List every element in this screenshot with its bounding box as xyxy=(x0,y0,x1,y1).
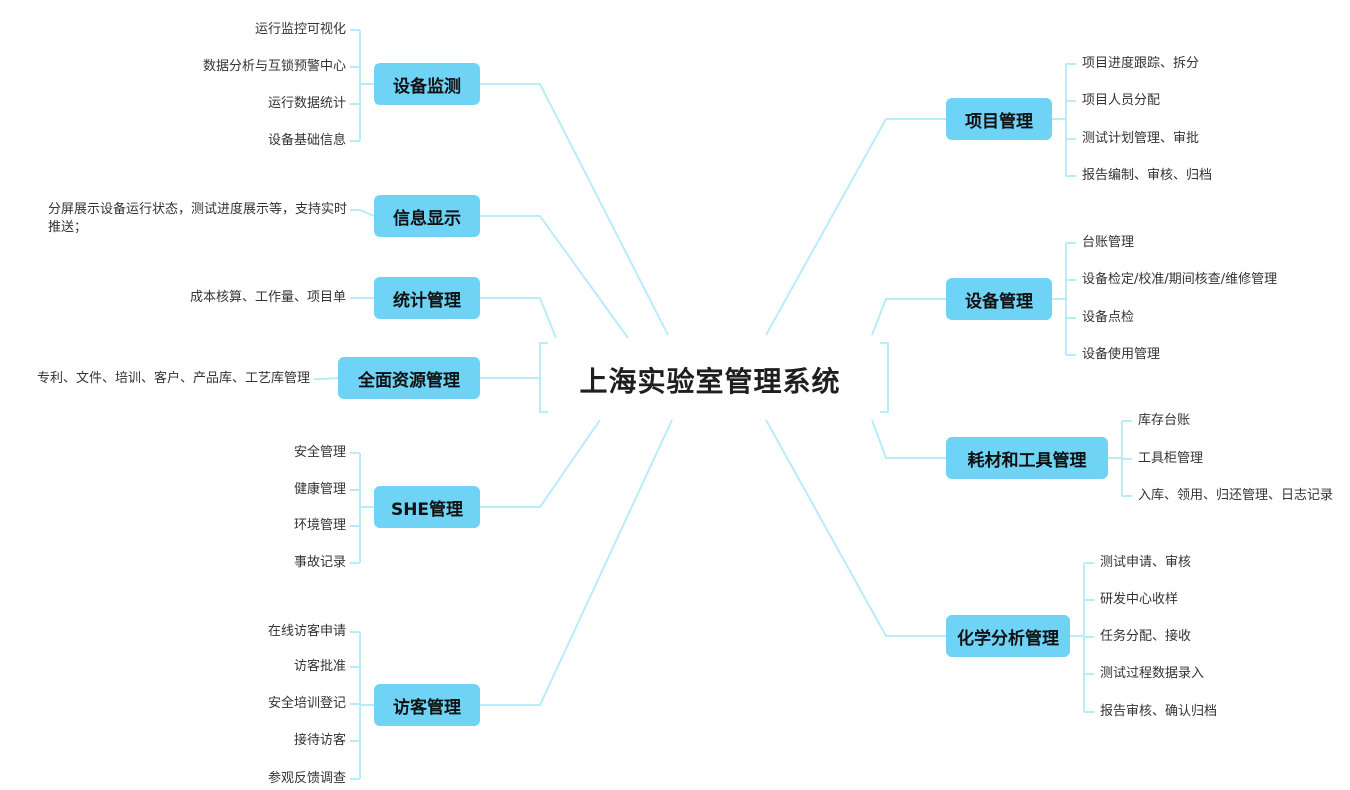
right-leaf-item: 台账管理 xyxy=(1082,235,1135,250)
left-branch-node[interactable]: SHE管理 xyxy=(374,486,480,528)
right-branch-node[interactable]: 耗材和工具管理 xyxy=(946,437,1108,479)
right-leaf-item: 报告审核、确认归档 xyxy=(1100,704,1218,719)
right-leaf-item: 工具柜管理 xyxy=(1138,451,1204,466)
left-leaf-item: 参观反馈调查 xyxy=(267,771,346,786)
center-bracket-right xyxy=(880,342,889,413)
right-branch-node[interactable]: 设备管理 xyxy=(946,278,1052,320)
right-leaf-item: 项目进度跟踪、拆分 xyxy=(1082,56,1200,71)
left-branch-node[interactable]: 统计管理 xyxy=(374,277,480,319)
left-branch-node[interactable]: 信息显示 xyxy=(374,195,480,237)
left-leaf-item: 安全培训登记 xyxy=(267,696,346,711)
right-leaf-item: 研发中心收样 xyxy=(1100,592,1179,607)
left-leaf-item: 设备基础信息 xyxy=(267,133,346,148)
right-branch-node[interactable]: 化学分析管理 xyxy=(946,615,1070,657)
right-leaf-item: 项目人员分配 xyxy=(1082,93,1161,108)
left-leaf-item: 专利、文件、培训、客户、产品库、工艺库管理 xyxy=(36,371,310,386)
left-leaf-item: 事故记录 xyxy=(293,555,346,570)
right-leaf-item: 测试过程数据录入 xyxy=(1100,666,1205,681)
left-leaf-item: 运行数据统计 xyxy=(267,96,346,111)
left-leaf-item: 健康管理 xyxy=(293,482,346,497)
left-leaf-item: 安全管理 xyxy=(293,445,346,460)
left-branch-connector xyxy=(480,419,601,508)
center-bracket-left xyxy=(539,342,548,413)
left-branch-connector xyxy=(480,419,673,706)
left-leaf-item: 在线访客申请 xyxy=(267,624,346,639)
right-leaf-item: 测试计划管理、审批 xyxy=(1082,131,1200,146)
right-branch-connector xyxy=(871,419,946,459)
left-branch-node[interactable]: 访客管理 xyxy=(374,684,480,726)
left-leaf-item: 分屏展示设备运行状态，测试进度展示等，支持实时推送； xyxy=(48,202,348,235)
left-branch-connector xyxy=(480,215,629,339)
right-branch-connector xyxy=(765,118,946,336)
right-branch-connector xyxy=(765,419,946,637)
left-leaf-item: 成本核算、工作量、项目单 xyxy=(189,290,346,305)
left-branch-node[interactable]: 全面资源管理 xyxy=(338,357,480,399)
left-leaf-item: 访客批准 xyxy=(293,659,346,674)
left-leaf-item: 环境管理 xyxy=(293,518,346,533)
left-leaf-item: 数据分析与互锁预警中心 xyxy=(202,59,346,74)
left-leaf-item: 运行监控可视化 xyxy=(254,22,346,37)
right-leaf-item: 设备使用管理 xyxy=(1082,347,1161,362)
left-leaf-stem xyxy=(359,209,375,217)
left-branch-node[interactable]: 设备监测 xyxy=(374,63,480,105)
right-leaf-item: 设备点检 xyxy=(1082,310,1135,325)
left-leaf-stem xyxy=(323,377,339,380)
right-branch-node[interactable]: 项目管理 xyxy=(946,98,1052,140)
right-leaf-item: 报告编制、审核、归档 xyxy=(1082,168,1213,183)
left-branch-connector xyxy=(480,297,557,339)
right-leaf-item: 库存台账 xyxy=(1138,413,1191,428)
left-leaf-item: 接待访客 xyxy=(293,733,346,748)
right-leaf-item: 设备检定/校准/期间核查/维修管理 xyxy=(1082,272,1278,287)
left-branch-connector xyxy=(480,83,669,336)
central-topic: 上海实验室管理系统 xyxy=(579,365,841,398)
right-branch-connector xyxy=(871,298,946,336)
right-leaf-item: 入库、领用、归还管理、日志记录 xyxy=(1138,488,1334,503)
right-leaf-item: 测试申请、审核 xyxy=(1100,555,1192,570)
right-leaf-item: 任务分配、接收 xyxy=(1100,629,1192,644)
